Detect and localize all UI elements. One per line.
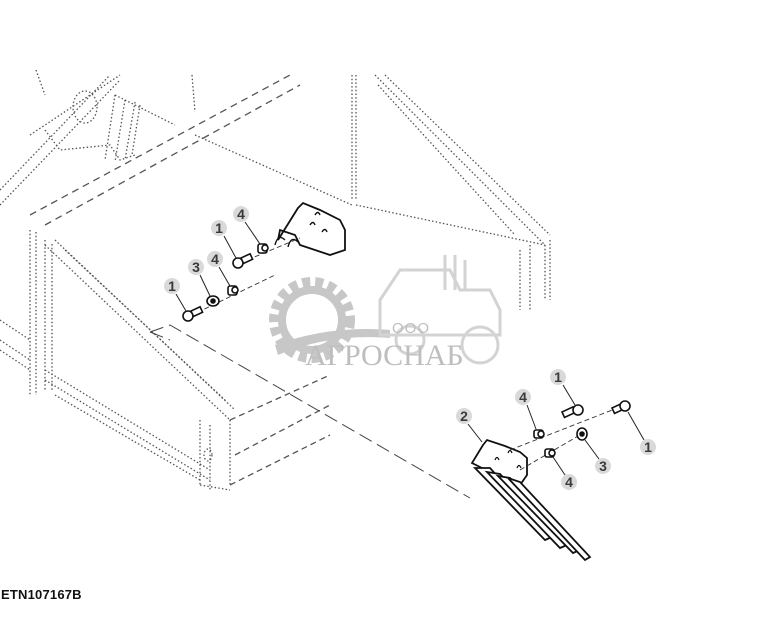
- watermark-name: АГРОСНАБ: [305, 339, 464, 372]
- callout-4c: 4: [515, 389, 531, 405]
- svg-text:1: 1: [215, 220, 223, 236]
- lower-bracket-tines: [470, 438, 592, 562]
- gear-logo-icon: [269, 277, 355, 363]
- callout-1b: 1: [164, 278, 180, 294]
- nut-icon: [257, 243, 269, 254]
- svg-text:4: 4: [565, 474, 573, 490]
- callout-1c: 1: [550, 369, 566, 385]
- callout-4d: 4: [561, 474, 577, 490]
- washer-icon: [576, 427, 588, 441]
- swoosh-icon: [275, 329, 390, 355]
- callout-1a: 1: [211, 220, 227, 236]
- bolt-icon: [232, 252, 254, 269]
- callout-2: 2: [456, 408, 472, 424]
- watermark: ООО АГРОСНАБ: [269, 255, 502, 372]
- callout-4a: 4: [233, 206, 249, 222]
- upper-bracket: [274, 201, 346, 256]
- washer-icon: [206, 295, 220, 307]
- bolt-icon: [182, 305, 204, 322]
- callouts: 1 4 1 3 4 2 4 1 1 3 4: [164, 206, 656, 490]
- platform-outline: [149, 324, 471, 499]
- harvester-icon: [378, 255, 502, 365]
- callout-3b: 3: [595, 458, 611, 474]
- callout-3a: 3: [188, 259, 204, 275]
- machine-frame: [0, 69, 551, 491]
- watermark-prefix: ООО: [392, 320, 430, 337]
- svg-text:4: 4: [519, 389, 527, 405]
- svg-text:4: 4: [211, 251, 219, 267]
- svg-text:1: 1: [554, 369, 562, 385]
- bolt-icon: [560, 404, 584, 419]
- nut-icon: [533, 429, 545, 439]
- fasteners-upper: [182, 243, 269, 322]
- figure-id: ETN107167B: [1, 587, 82, 602]
- svg-text:3: 3: [599, 458, 607, 474]
- nut-icon: [544, 448, 556, 458]
- callout-4b: 4: [207, 251, 223, 267]
- nut-icon: [227, 285, 239, 296]
- callout-1d: 1: [640, 439, 656, 455]
- svg-text:2: 2: [460, 408, 468, 424]
- svg-text:4: 4: [237, 206, 245, 222]
- fasteners-lower: [533, 400, 631, 458]
- svg-text:1: 1: [644, 439, 652, 455]
- bolt-icon: [610, 400, 631, 415]
- leader-lines: [175, 221, 645, 476]
- svg-text:1: 1: [168, 278, 176, 294]
- svg-text:3: 3: [192, 259, 200, 275]
